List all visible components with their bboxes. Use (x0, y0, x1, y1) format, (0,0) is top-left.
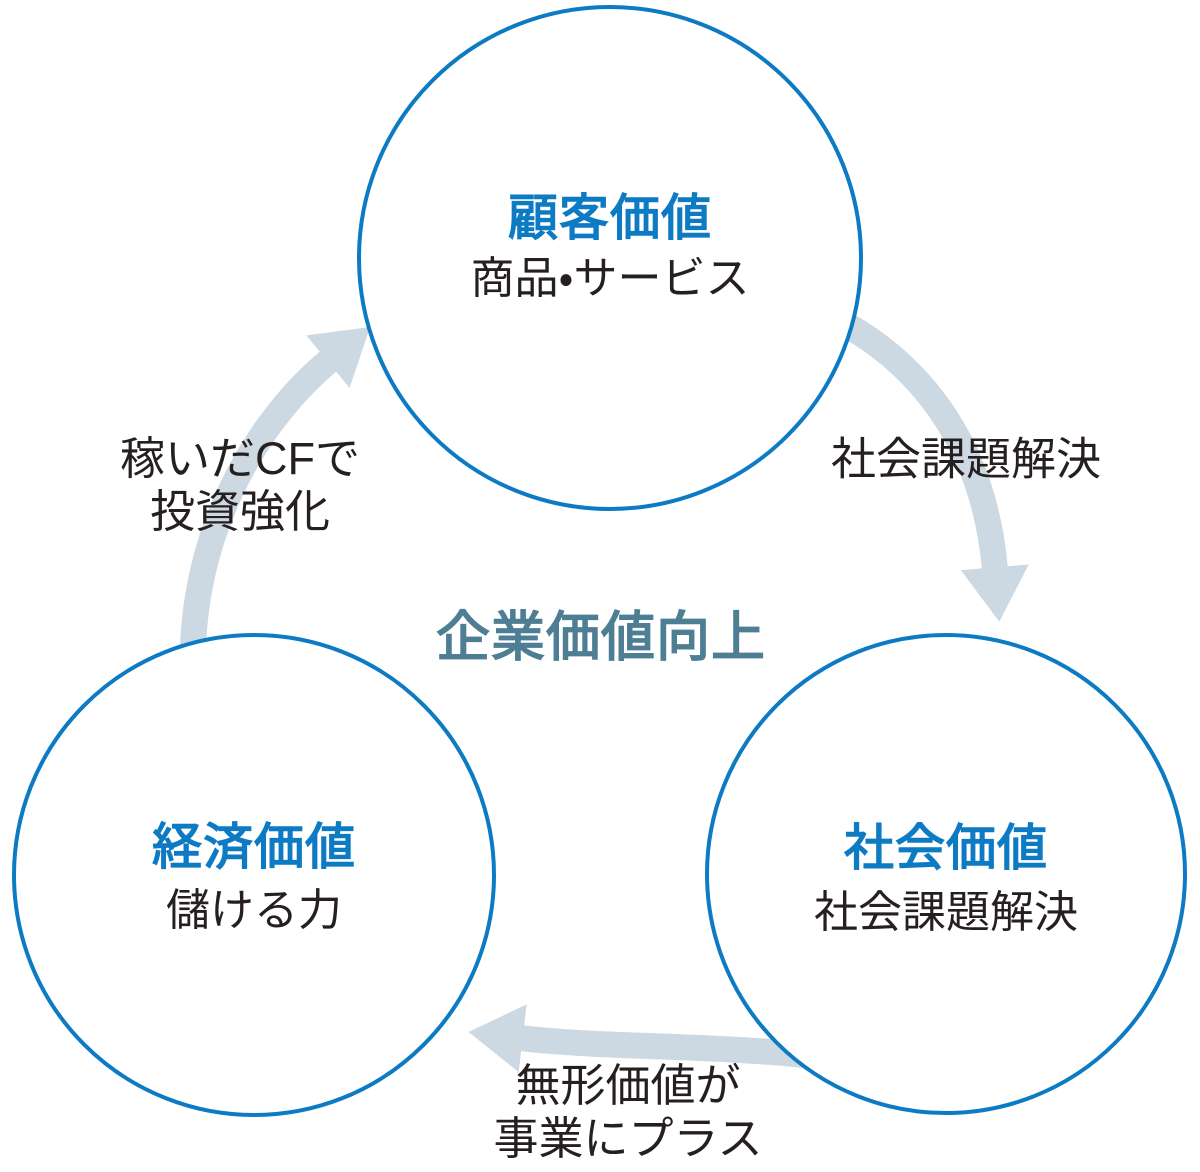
arrow-label-social-to-economic: 無形価値が 事業にプラス (493, 1059, 762, 1165)
social-value-subtitle: 社会課題解決 (814, 888, 1078, 937)
customer-value-title: 顧客価値 (508, 190, 712, 246)
customer-value-subtitle: 商品・サービス (470, 254, 750, 303)
arrow-label-economic-to-customer: 稼いだCFで 投資強化 (120, 432, 360, 538)
customer-value-circle (357, 5, 863, 511)
arrow-label-customer-to-social: 社会課題解決 (830, 433, 1102, 485)
economic-value-subtitle: 儲ける力 (166, 886, 342, 935)
economic-value-title: 経済価値 (152, 819, 356, 875)
arrow-label-line: 無形価値が (515, 1059, 741, 1111)
arrow-label-line: 投資強化 (149, 486, 330, 537)
arrow-label-line: 稼いだCFで (120, 432, 360, 484)
social-value-title: 社会価値 (844, 820, 1048, 876)
social-value-circle (705, 633, 1187, 1115)
economic-value-circle (12, 633, 496, 1117)
arrow-label-line: 事業にプラス (493, 1113, 763, 1164)
value-circles (12, 5, 1187, 1117)
center-corporate-value-label: 企業価値向上 (436, 607, 766, 668)
curved-arrow-customer-to-social-icon (828, 306, 1029, 622)
